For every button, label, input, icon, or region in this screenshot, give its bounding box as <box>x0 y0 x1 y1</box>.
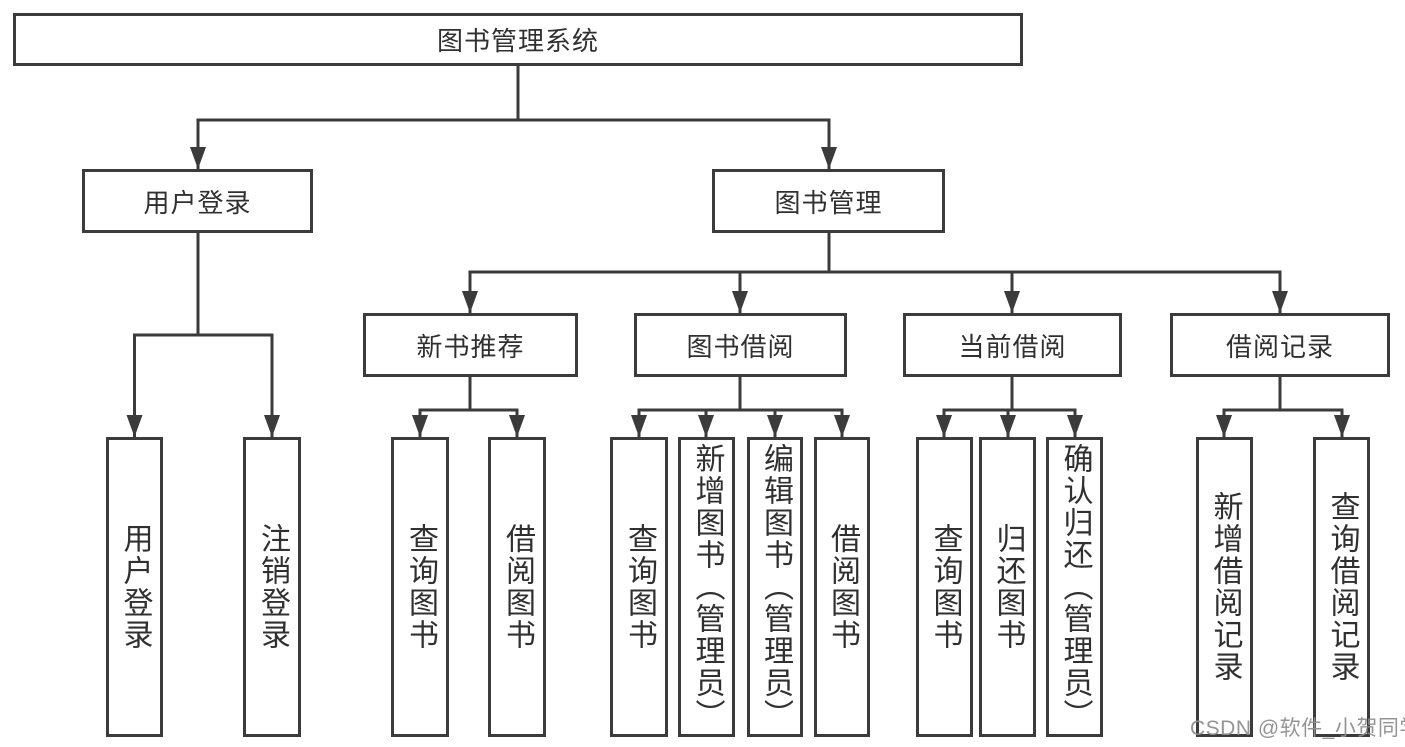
node-label: 确认归还（管理员） <box>1058 443 1092 731</box>
node-label: 用户登录 <box>118 523 152 651</box>
node-label: 查询借阅记录 <box>1325 491 1359 683</box>
node-label: 编辑图书（管理员） <box>759 443 792 731</box>
leaf-query-books-current: 查询图书 <box>916 437 973 737</box>
node-label: 注销登录 <box>256 523 289 651</box>
leaf-edit-books-admin: 编辑图书（管理员） <box>747 437 803 737</box>
node-library-management-system: 图书管理系统 <box>13 13 1023 66</box>
connector-new-book-branch <box>412 375 525 439</box>
node-label: 借阅图书 <box>826 523 859 651</box>
leaf-return-books: 归还图书 <box>979 437 1036 737</box>
node-label: 新增图书（管理员） <box>690 443 724 731</box>
node-label: 新增借阅记录 <box>1208 491 1242 683</box>
node-label: 借阅记录 <box>1225 331 1334 362</box>
leaf-confirm-return-admin: 确认归还（管理员） <box>1046 437 1103 737</box>
node-current-borrowing: 当前借阅 <box>903 313 1122 377</box>
node-label: 图书借阅 <box>686 331 795 362</box>
node-new-book-recommendation: 新书推荐 <box>363 313 578 377</box>
connector-user-login-branch <box>126 231 280 439</box>
leaf-query-borrow-record: 查询借阅记录 <box>1313 437 1370 737</box>
leaf-user-login: 用户登录 <box>106 437 163 737</box>
leaf-query-books-borrow: 查询图书 <box>610 437 668 737</box>
node-label: 查询图书 <box>404 523 437 651</box>
leaf-add-borrow-record: 新增借阅记录 <box>1196 437 1253 737</box>
node-label: 图书管理系统 <box>436 26 599 56</box>
node-label: 当前借阅 <box>958 331 1067 362</box>
leaf-logout: 注销登录 <box>243 437 301 737</box>
node-book-borrowing: 图书借阅 <box>634 313 847 377</box>
connector-book-borrow-branch <box>631 375 850 439</box>
node-label: 查询图书 <box>623 523 656 651</box>
node-label: 用户登录 <box>143 187 252 218</box>
node-label: 归还图书 <box>991 523 1025 651</box>
node-label: 图书管理 <box>774 187 883 218</box>
node-borrowing-records: 借阅记录 <box>1170 313 1390 377</box>
leaf-borrow-books-recommend: 借阅图书 <box>488 437 546 737</box>
csdn-watermark: CSDN @软件_小贺同学 <box>1190 717 1405 740</box>
connector-root-branch <box>190 64 837 171</box>
connector-current-borrow-branch <box>936 375 1083 439</box>
node-label: 查询图书 <box>928 523 962 651</box>
node-user-login: 用户登录 <box>82 169 313 233</box>
node-label: 新书推荐 <box>416 331 525 362</box>
leaf-add-books-admin: 新增图书（管理员） <box>678 437 735 737</box>
leaf-query-books-recommend: 查询图书 <box>391 437 449 737</box>
connector-book-management-branch <box>462 231 1288 315</box>
node-book-management: 图书管理 <box>712 169 945 233</box>
node-label: 借阅图书 <box>501 523 534 651</box>
leaf-borrow-books: 借阅图书 <box>814 437 870 737</box>
connector-borrow-records-branch <box>1216 375 1350 439</box>
